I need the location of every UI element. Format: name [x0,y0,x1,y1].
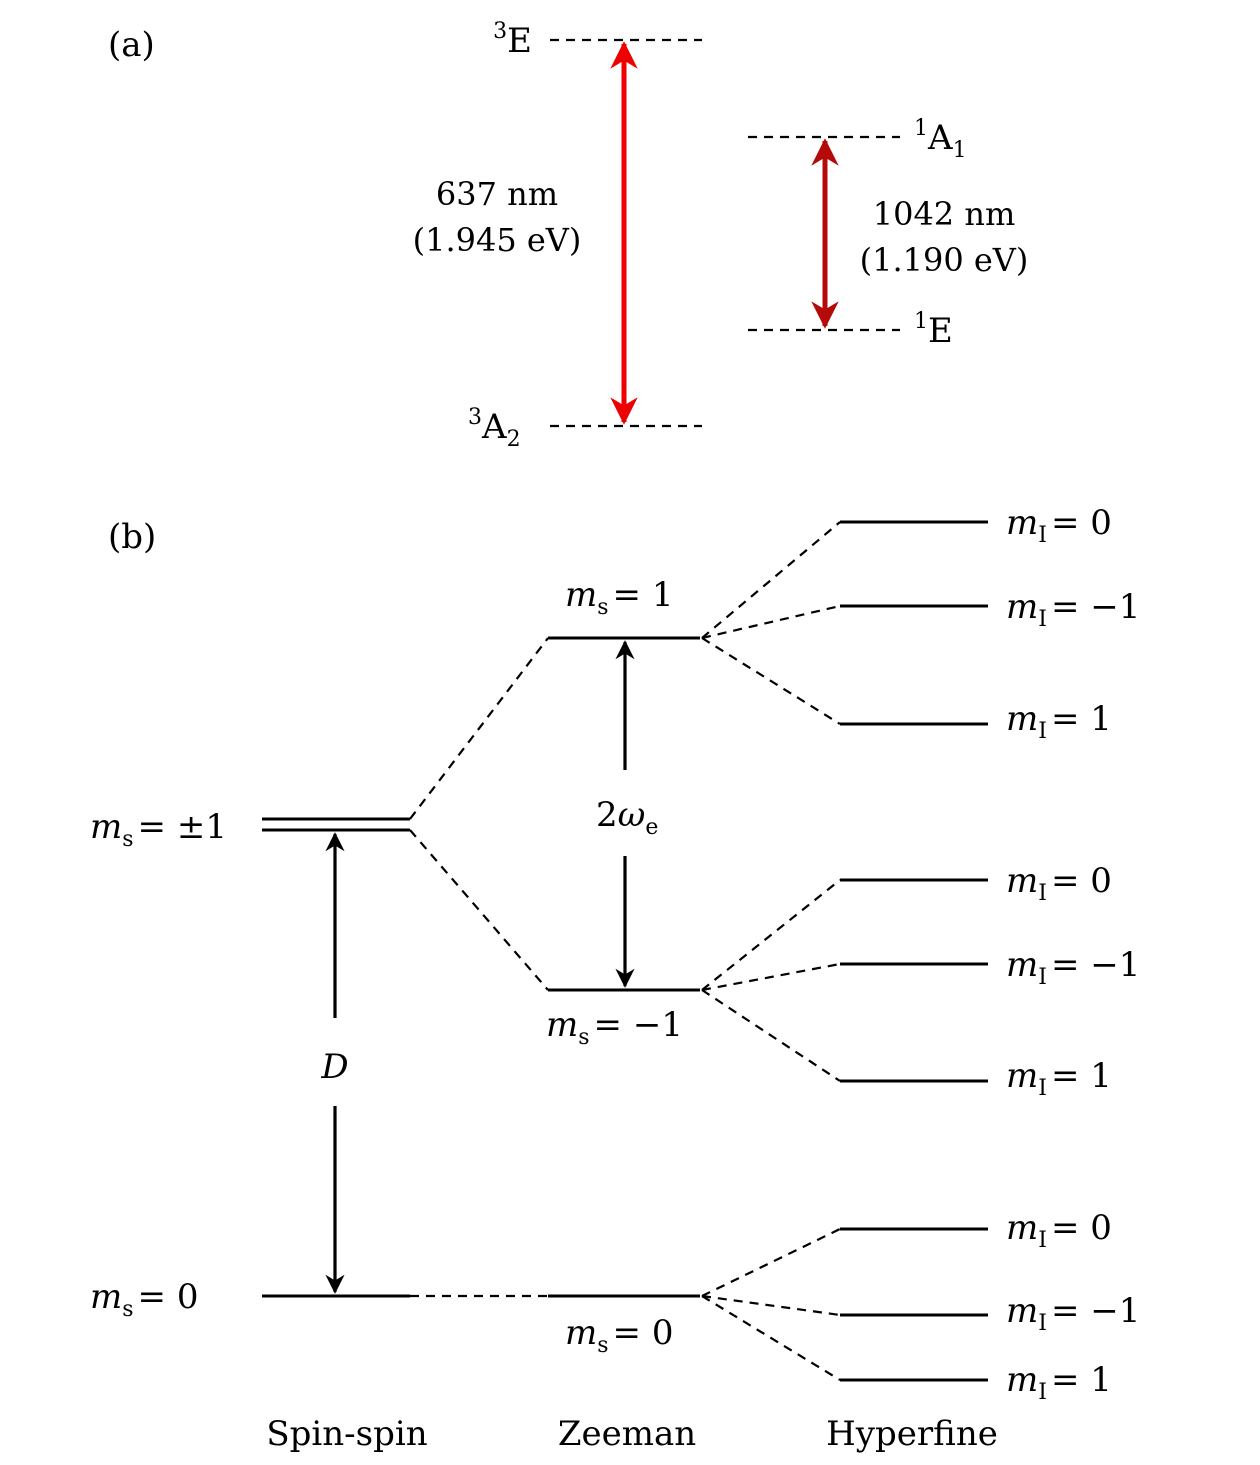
state-label-3e: 3E [493,19,532,61]
panel-a: (a) 3E 3A2 1A1 1E 637 nm (1.945 eV) 1042… [108,19,1028,452]
hyperfine-middle-label-0: mI= 0 [1006,861,1112,906]
spin-spin-label-0: ms= 0 [90,1277,198,1322]
zeeman-gap-label: 2ωe [596,795,658,840]
column-label-spin-spin: Spin-spin [266,1414,427,1454]
hyperfine-middle-connector-minus1 [701,962,841,992]
hyperfine-bottom-label-plus1: mI= 1 [1006,1360,1112,1405]
column-label-zeeman: Zeeman [558,1414,696,1454]
hyperfine-middle-label-minus1: mI= −1 [1006,945,1140,990]
hyperfine-bottom-label-minus1: mI= −1 [1006,1291,1140,1336]
infrared-wavelength-label: 1042 nm [873,195,1016,233]
connector-pm1-to-plus1 [409,637,549,820]
panel-a-label: (a) [108,25,155,65]
hyperfine-bottom-connector-plus1 [701,1295,841,1381]
hyperfine-bottom-connector-0 [701,1228,841,1297]
zeeman-label-0: ms= 0 [565,1313,673,1358]
panel-b: (b) D [90,503,1140,1454]
d-gap-label: D [320,1047,348,1087]
column-label-hyperfine: Hyperfine [826,1414,998,1454]
hyperfine-top-connector-minus1 [701,604,841,640]
hyperfine-top-label-minus1: mI= −1 [1006,587,1140,632]
visible-wavelength-label: 637 nm [436,175,558,213]
state-label-1a1: 1A1 [914,116,967,163]
infrared-energy-label: (1.190 eV) [860,241,1029,279]
hyperfine-middle-connector-0 [701,879,841,991]
hyperfine-top-label-0: mI= 0 [1006,503,1112,548]
zeeman-label-plus1: ms= 1 [565,575,673,620]
hyperfine-bottom-label-0: mI= 0 [1006,1208,1112,1253]
hyperfine-bottom-connector-minus1 [701,1294,841,1317]
hyperfine-top-connector-0 [701,521,841,639]
hyperfine-top-connector-plus1 [701,637,841,725]
state-label-1e: 1E [914,309,953,351]
state-label-3a2: 3A2 [468,405,521,452]
visible-energy-label: (1.945 eV) [413,221,582,259]
hyperfine-top-label-plus1: mI= 1 [1006,699,1112,744]
panel-b-label: (b) [108,517,156,557]
zeeman-label-minus1: ms= −1 [546,1005,683,1050]
hyperfine-middle-connector-plus1 [701,989,841,1082]
spin-spin-label-pm1: ms= ±1 [90,807,227,852]
connector-pm1-to-minus1 [409,829,549,991]
hyperfine-middle-label-plus1: mI= 1 [1006,1056,1112,1101]
